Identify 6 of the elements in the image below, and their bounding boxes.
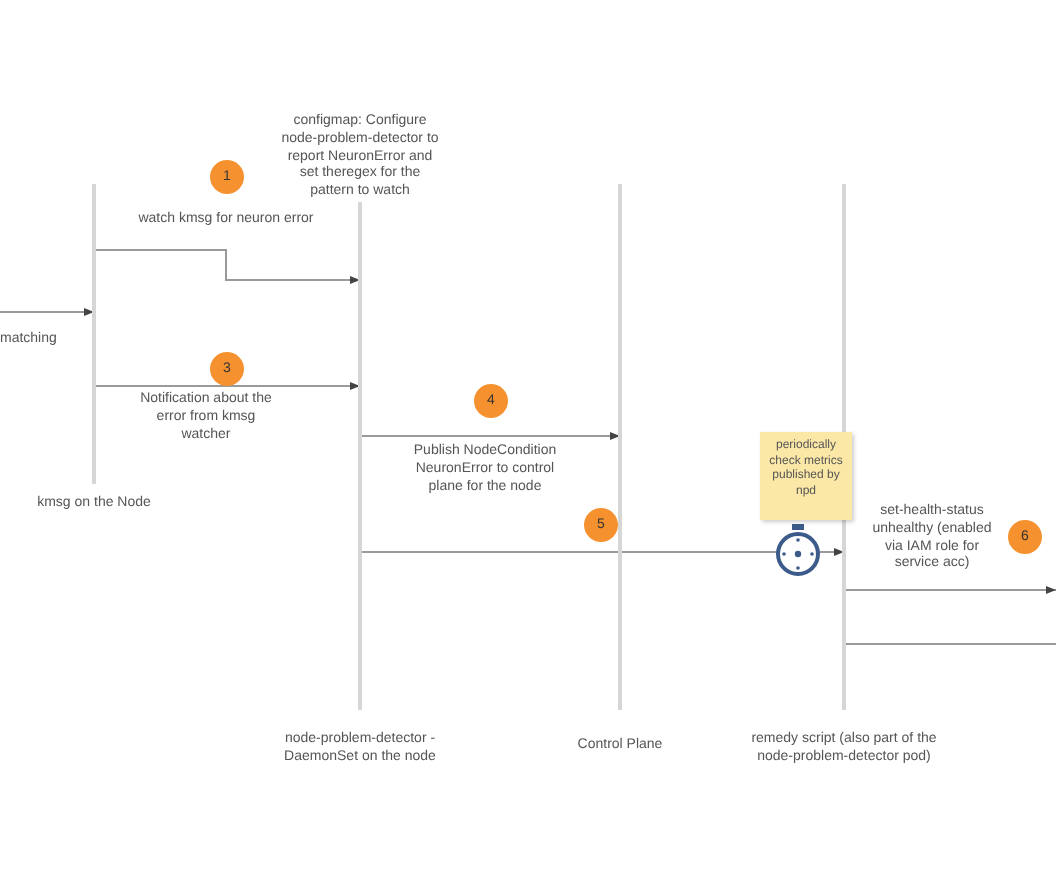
arrow <box>359 432 621 440</box>
arrow <box>93 249 361 284</box>
arrow <box>359 548 845 556</box>
arrow <box>843 586 1057 594</box>
arrow <box>93 382 361 390</box>
arrow <box>0 308 95 316</box>
